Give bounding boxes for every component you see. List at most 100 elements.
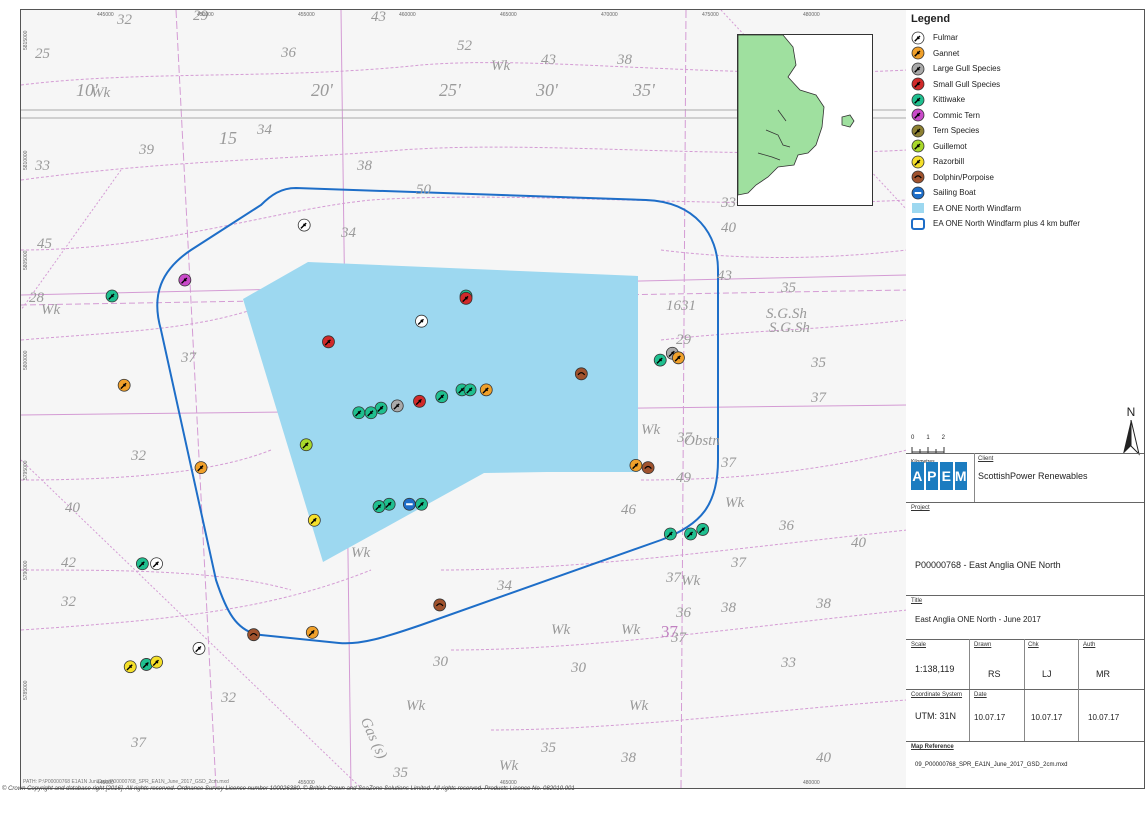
guillemot-sighting-icon[interactable] <box>299 438 313 452</box>
fulmar-sighting-icon[interactable] <box>150 557 163 571</box>
easting-tick: 455000 <box>298 780 315 786</box>
fulmar-sighting-icon[interactable] <box>415 314 428 328</box>
kittiwake-sighting-icon[interactable] <box>463 383 477 397</box>
depth-label: 38 <box>617 52 632 68</box>
kittiwake-sighting-icon[interactable] <box>435 390 449 404</box>
coordinate-system-label: Coordinate System <box>911 692 963 698</box>
razorbill-sighting-icon[interactable] <box>123 660 137 674</box>
depth-label: 35 <box>393 765 408 781</box>
gannet-icon-symbol[interactable] <box>911 46 925 60</box>
small-gull-sighting-icon[interactable] <box>459 291 473 305</box>
tern-species-icon-symbol[interactable] <box>911 124 925 137</box>
kittiwake-sighting-icon[interactable] <box>696 523 710 536</box>
depth-label: 34 <box>341 225 356 241</box>
kittiwake-sighting-icon[interactable] <box>684 527 697 541</box>
depth-label: 32 <box>117 12 132 28</box>
depth-label: 49 <box>676 470 691 486</box>
ea-one-north-windfarm[interactable] <box>243 262 638 562</box>
legend-title: Legend <box>911 13 951 25</box>
small-gull-sighting-icon[interactable] <box>413 394 426 408</box>
northing-tick: 5790000 <box>23 560 29 580</box>
windfarm-buffer[interactable] <box>156 186 719 645</box>
date-value: 10.07.17 <box>1088 713 1120 722</box>
commic-tern-sighting-icon[interactable] <box>178 273 192 287</box>
gannet-sighting-icon[interactable] <box>305 626 319 639</box>
inset-overview-map <box>737 34 873 206</box>
small-gull-sighting-icon[interactable] <box>322 335 335 349</box>
north-arrow: N <box>1121 405 1141 461</box>
guillemot-icon-symbol[interactable] <box>911 139 925 153</box>
scale-label: 2 <box>941 435 945 441</box>
divider <box>1024 639 1025 741</box>
gannet-sighting-icon[interactable] <box>194 461 208 475</box>
title-label: Title <box>911 598 923 604</box>
kittiwake-icon-symbol[interactable] <box>911 93 925 106</box>
apem-logo-letter: M <box>954 462 967 490</box>
northing-tick: 5805000 <box>23 250 29 270</box>
dolphin-porpoise-icon-symbol[interactable] <box>911 170 925 184</box>
latitude-label: 10' <box>76 80 98 100</box>
dolphin-sighting-icon[interactable] <box>433 598 447 612</box>
fulmar-icon-symbol[interactable] <box>911 31 925 44</box>
project-label: Project <box>911 505 930 511</box>
auth-value: MR <box>1096 669 1110 679</box>
depth-label: Obstn <box>684 433 720 449</box>
kittiwake-sighting-icon[interactable] <box>135 557 149 571</box>
buffer-outline-icon <box>911 217 925 231</box>
windfarm-area-icon <box>911 201 925 215</box>
depth-label: 37 <box>131 735 146 751</box>
kittiwake-sighting-icon[interactable] <box>653 353 667 367</box>
nautical-chart <box>21 10 907 788</box>
small-gull-icon <box>911 77 925 91</box>
wreck-label: Wk <box>91 85 111 101</box>
dolphin-sighting-icon[interactable] <box>247 628 261 642</box>
depth-label: 36 <box>281 45 296 61</box>
gannet-sighting-icon[interactable] <box>479 383 493 397</box>
gannet-sighting-icon[interactable] <box>117 378 131 392</box>
gannet-sighting-icon[interactable] <box>672 351 685 365</box>
kittiwake-sighting-icon[interactable] <box>140 658 153 671</box>
commic-tern-icon-symbol[interactable] <box>911 108 925 122</box>
fulmar-sighting-icon[interactable] <box>297 218 311 232</box>
kittiwake-sighting-icon[interactable] <box>105 289 119 303</box>
legend-item: Small Gull Species <box>911 77 1000 92</box>
depth-label: S.G.Sh <box>769 320 810 336</box>
large-gull-icon-symbol[interactable] <box>911 62 925 75</box>
kittiwake-sighting-icon[interactable] <box>372 500 386 513</box>
map-frame[interactable]: 10' 20' 25' 30' 35' 15 25 32 29 36 43 52… <box>20 9 908 789</box>
legend-label: Commic Tern <box>933 110 980 120</box>
sailing-boat-icon-symbol[interactable] <box>911 186 925 199</box>
depth-label: 32 <box>131 448 146 464</box>
razorbill-icon <box>911 155 925 169</box>
depth-label: 40 <box>721 220 736 236</box>
sailing-boat-sighting-icon[interactable] <box>402 497 416 511</box>
dolphin-sighting-icon[interactable] <box>574 367 588 381</box>
razorbill-sighting-icon[interactable] <box>307 513 321 527</box>
depth-label: 32 <box>221 690 236 706</box>
gannet-sighting-icon[interactable] <box>629 458 643 472</box>
fulmar-sighting-icon[interactable] <box>192 642 206 655</box>
coordinate-system-value: UTM: 31N <box>915 711 957 721</box>
razorbill-sighting-icon[interactable] <box>150 655 163 669</box>
large-gull-sighting-icon[interactable] <box>390 399 404 413</box>
kittiwake-sighting-icon[interactable] <box>364 406 378 420</box>
dolphin-sighting-icon[interactable] <box>641 461 655 475</box>
wreck-label: Wk <box>491 58 511 74</box>
copyright-notice: © Crown Copyright and database right [20… <box>2 786 575 792</box>
kittiwake-sighting-icon[interactable] <box>663 527 677 541</box>
depth-label: 35 <box>541 740 556 756</box>
razorbill-icon-symbol[interactable] <box>911 155 925 168</box>
apem-logo-letter: A <box>911 462 924 490</box>
north-arrow-icon <box>1123 419 1140 456</box>
kittiwake-sighting-icon[interactable] <box>374 401 388 415</box>
kittiwake-sighting-icon[interactable] <box>415 497 428 511</box>
kittiwake-sighting-icon[interactable] <box>352 406 366 420</box>
northing-tick: 5795000 <box>23 460 29 480</box>
easting-tick: 465000 <box>500 12 517 18</box>
latitude-label: 20' <box>311 80 333 100</box>
titleblock-divider <box>906 595 1144 596</box>
depth-label: 45 <box>37 236 52 252</box>
small-gull-icon-symbol[interactable] <box>911 77 925 91</box>
path-text: PATH: P:\P00000768 E1A1N Jun\Data\P00000… <box>23 779 229 785</box>
